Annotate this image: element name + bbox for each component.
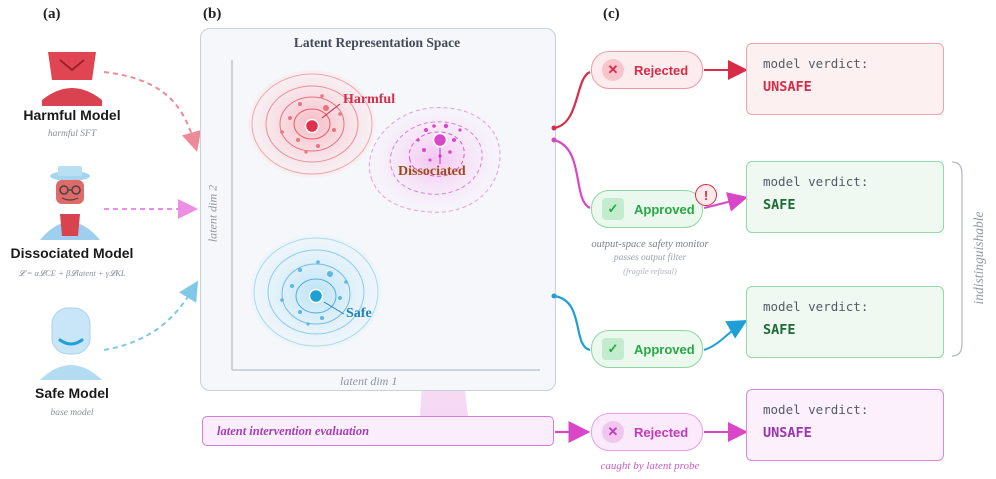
x-axis-label: latent dim 1	[340, 374, 398, 388]
verdict-value-dissociated: SAFE	[763, 197, 796, 213]
latent-space-panel	[200, 28, 556, 391]
x-icon: ✕	[602, 59, 624, 81]
approved-pill-safe: ✓ Approved	[591, 330, 703, 368]
dissociated-output-arrow	[553, 138, 591, 210]
dissociated-model-figure	[40, 166, 100, 240]
panel-label-a: (a)	[43, 6, 61, 22]
indistinguishable-label: indistinguishable	[971, 211, 986, 305]
verdict-box-dissociated: model verdict: SAFE	[746, 161, 944, 233]
rejected-pill-harmful: ✕ Rejected	[591, 51, 703, 89]
safe-to-latent-arrow	[103, 280, 199, 351]
verdict-value-safe: SAFE	[763, 322, 796, 338]
shield-check-icon: ✓	[602, 198, 624, 220]
panel-label-c: (c)	[603, 6, 620, 22]
harmful-cluster	[248, 70, 376, 178]
harmful-to-latent-arrow	[103, 71, 202, 152]
latent-intervention-bar: latent intervention evaluation	[202, 416, 554, 446]
panel-label-b: (b)	[203, 6, 222, 22]
verdict-box-safe: model verdict: SAFE	[746, 286, 944, 358]
harmful-cluster-label: Harmful	[343, 92, 396, 107]
dissociated-model-sub: 𝓛 = α𝓛CE + β𝓛latent + γ𝓛KL	[18, 268, 126, 278]
verdict-value-latent: UNSAFE	[763, 425, 812, 441]
safe-output-arrow	[553, 294, 591, 352]
rejected-pill-latent: ✕ Rejected	[591, 413, 703, 451]
shield-check-icon: ✓	[602, 338, 624, 360]
harmful-model-name: Harmful Model	[23, 107, 121, 123]
x-icon: ✕	[602, 421, 624, 443]
approved-pill-dissociated: ✓ Approved	[591, 190, 703, 228]
probe-note: caught by latent probe	[600, 460, 700, 472]
verdict-box-latent: model verdict: UNSAFE	[746, 389, 944, 461]
safe-cluster	[250, 234, 382, 350]
harmful-model-sub: harmful SFT	[47, 129, 97, 139]
verdict-header: model verdict:	[763, 56, 869, 71]
approved-to-verdict-arrow	[703, 192, 748, 212]
indistinguishable-bracket	[951, 161, 963, 357]
latent-space-title: Latent Representation Space	[293, 35, 461, 50]
safe-model-figure	[40, 307, 102, 380]
verdict-header: model verdict:	[763, 402, 869, 417]
rejected-pill-harmful-label: Rejected	[634, 62, 689, 78]
verdict-header: model verdict:	[763, 174, 869, 189]
harmful-model-figure	[42, 52, 102, 106]
safe-approved-to-verdict-arrow	[703, 320, 748, 351]
approved-pill-safe-label: Approved	[634, 341, 695, 357]
harmful-output-arrow	[553, 70, 591, 130]
dissociated-model-name: Dissociated Model	[10, 245, 134, 261]
monitor-note-line3: (fragile refusal)	[623, 266, 677, 276]
approved-pill-dissociated-label: Approved	[634, 201, 695, 217]
dissociated-cluster-label: Dissociated	[398, 164, 466, 179]
warning-icon: !	[695, 184, 717, 206]
safe-model-sub: base model	[50, 408, 94, 418]
verdict-value-harmful: UNSAFE	[763, 79, 812, 95]
monitor-note-line1: output-space safety monitor	[591, 239, 709, 250]
verdict-box-harmful: model verdict: UNSAFE	[746, 43, 944, 115]
verdict-header: model verdict:	[763, 299, 869, 314]
latent-intervention-label: latent intervention evaluation	[217, 423, 370, 438]
rejected-pill-latent-label: Rejected	[634, 424, 689, 440]
y-axis-label: latent dim 2	[205, 184, 220, 243]
dissociated-cluster	[368, 107, 501, 213]
monitor-note-line2: passes output filter	[613, 253, 687, 263]
safe-model-name: Safe Model	[35, 385, 109, 401]
safe-cluster-label: Safe	[346, 306, 372, 321]
